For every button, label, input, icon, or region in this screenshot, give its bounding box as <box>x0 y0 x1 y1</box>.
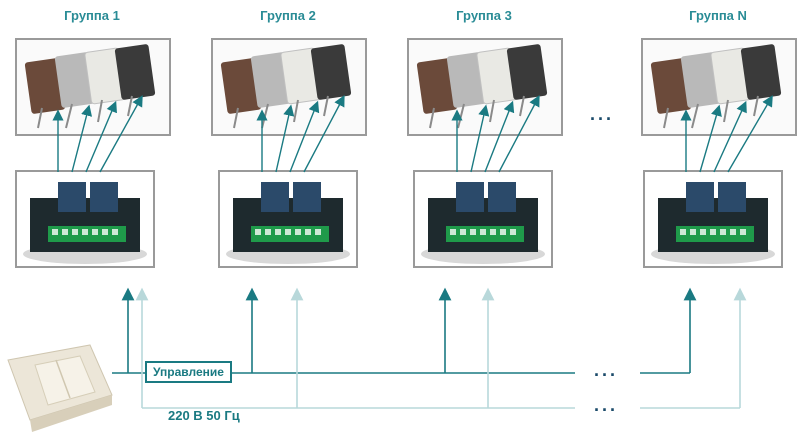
group-title-2: Группа 2 <box>260 8 316 23</box>
drives-image-1 <box>23 42 157 130</box>
power-label: 220 В 50 Гц <box>168 408 240 423</box>
group-title-1: Группа 1 <box>64 8 120 23</box>
control-label: Управление <box>145 361 232 383</box>
wall-switch-icon <box>7 344 113 432</box>
drives-image-2 <box>219 42 353 130</box>
ellipsis-groups: ... <box>590 104 615 124</box>
relay-image-n <box>651 182 775 264</box>
group-title-n: Группа N <box>689 8 747 23</box>
group-title-3: Группа 3 <box>456 8 512 23</box>
drives-image-3 <box>415 42 549 130</box>
relay-image-1 <box>23 182 147 264</box>
relay-image-2 <box>226 182 350 264</box>
ellipsis-control: ... <box>594 360 619 380</box>
relay-image-3 <box>421 182 545 264</box>
ellipsis-power: ... <box>594 395 619 415</box>
